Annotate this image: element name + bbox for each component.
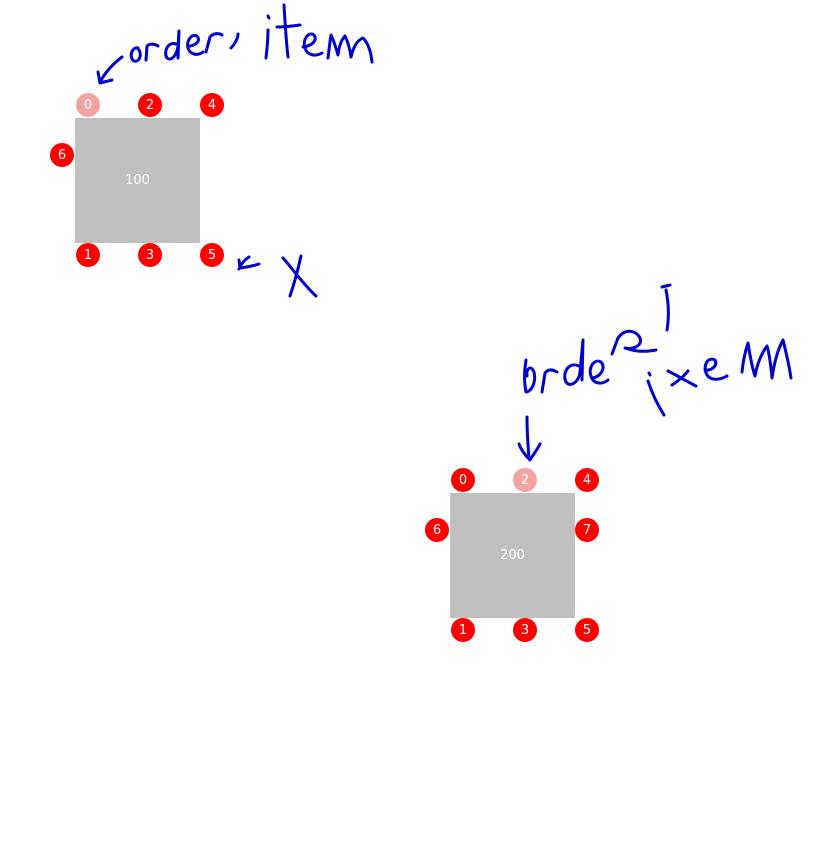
- node-label: 200: [500, 548, 525, 563]
- handle-5[interactable]: 5: [200, 243, 224, 267]
- handle-6[interactable]: 6: [425, 518, 449, 542]
- handle-0[interactable]: 0: [451, 468, 475, 492]
- handle-label: 5: [207, 248, 217, 263]
- ink-arrowhead-bottom: [517, 442, 542, 462]
- handle-label: 4: [207, 98, 217, 113]
- handle-label: 6: [432, 523, 442, 538]
- handle-label: 7: [582, 523, 592, 538]
- ink-top-note: [129, 3, 374, 64]
- handle-3[interactable]: 3: [513, 618, 537, 642]
- handle-6[interactable]: 6: [50, 143, 74, 167]
- node-box-100[interactable]: 100: [75, 118, 200, 243]
- ink-arrowhead-top: [96, 70, 114, 85]
- handle-7[interactable]: 7: [575, 518, 599, 542]
- handle-4[interactable]: 4: [200, 93, 224, 117]
- ink-bottom-note: [523, 283, 793, 417]
- ink-arrow-bottom: [525, 415, 531, 460]
- handle-label: 1: [83, 248, 93, 263]
- handle-5[interactable]: 5: [575, 618, 599, 642]
- ink-side-note: [237, 254, 318, 298]
- handle-4[interactable]: 4: [575, 468, 599, 492]
- handle-label: 0: [83, 98, 93, 113]
- handle-label: 2: [520, 473, 530, 488]
- handle-label: 3: [520, 623, 530, 638]
- handle-label: 0: [458, 473, 468, 488]
- handle-2[interactable]: 2: [513, 468, 537, 492]
- node-label: 100: [125, 173, 150, 188]
- handle-label: 6: [57, 148, 67, 163]
- handle-0[interactable]: 0: [76, 93, 100, 117]
- handle-label: 1: [458, 623, 468, 638]
- handle-label: 4: [582, 473, 592, 488]
- handle-label: 2: [145, 98, 155, 113]
- node-box-200[interactable]: 200: [450, 493, 575, 618]
- handle-3[interactable]: 3: [138, 243, 162, 267]
- handle-label: 5: [582, 623, 592, 638]
- ink-arrow-top: [98, 55, 124, 84]
- handle-2[interactable]: 2: [138, 93, 162, 117]
- handle-1[interactable]: 1: [76, 243, 100, 267]
- handle-1[interactable]: 1: [451, 618, 475, 642]
- handle-label: 3: [145, 248, 155, 263]
